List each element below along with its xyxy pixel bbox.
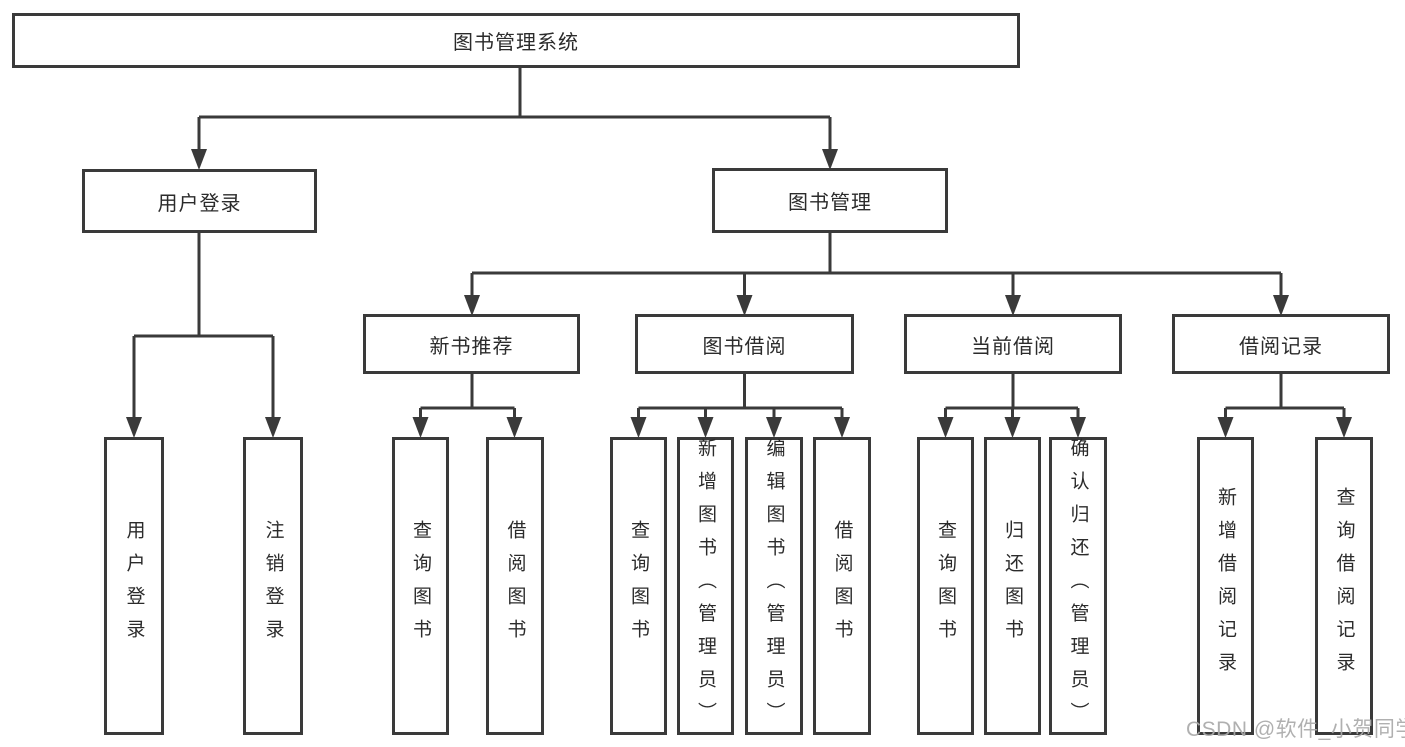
leaf-logout-label: 注销登录 — [262, 520, 284, 652]
node-current-borrowing: 当前借阅 — [904, 314, 1122, 374]
node-root-label: 图书管理系统 — [453, 32, 579, 54]
leaf-return-books-label: 归还图书 — [1002, 520, 1023, 652]
connector-user-login — [132, 233, 275, 418]
node-borrowing-records-label: 借阅记录 — [1239, 335, 1323, 358]
arrowhead-icon — [1336, 417, 1352, 438]
leaf-add-books-admin-label: 新增图书（管理员） — [695, 437, 716, 735]
leaf-add-borrow-record: 新增借阅记录 — [1197, 437, 1254, 735]
leaf-edit-books-admin: 编辑图书（管理员） — [745, 437, 803, 735]
leaf-newrec-query-books-label: 查询图书 — [410, 520, 431, 652]
leaf-newrec-query-books: 查询图书 — [392, 437, 449, 735]
arrowhead-icon — [822, 149, 838, 170]
connector-borrow-records — [1224, 374, 1346, 418]
connector-new-book-rec — [419, 374, 516, 418]
arrowhead-icon — [1070, 417, 1086, 438]
arrowhead-icon — [126, 417, 142, 438]
leaf-confirm-return-admin-label: 确认归还（管理员） — [1067, 437, 1089, 735]
arrowhead-icon — [697, 417, 714, 438]
arrowhead-icon — [1217, 417, 1234, 438]
node-book-borrowing-label: 图书借阅 — [702, 335, 787, 358]
node-book-management: 图书管理 — [712, 168, 948, 233]
connector-current-borrow — [944, 374, 1080, 418]
node-root: 图书管理系统 — [12, 13, 1020, 68]
arrowhead-icon — [834, 417, 850, 438]
node-book-management-label: 图书管理 — [788, 192, 872, 214]
arrowhead-icon — [265, 417, 281, 438]
csdn-watermark: CSDN @软件_小贺同学 — [1186, 718, 1405, 741]
leaf-borrowing-query-books: 查询图书 — [610, 437, 667, 735]
connector-book-borrow — [637, 374, 844, 418]
arrowheads — [126, 149, 1352, 438]
leaf-return-books: 归还图书 — [984, 437, 1041, 735]
arrowhead-icon — [1273, 295, 1289, 316]
leaf-logout: 注销登录 — [243, 437, 303, 735]
leaf-borrowing-query-books-label: 查询图书 — [628, 520, 649, 652]
node-current-borrowing-label: 当前借阅 — [971, 335, 1055, 358]
arrowhead-icon — [630, 417, 647, 438]
leaf-user-login: 用户登录 — [104, 437, 164, 735]
leaf-confirm-return-admin: 确认归还（管理员） — [1049, 437, 1107, 735]
arrowhead-icon — [736, 295, 753, 316]
leaf-add-borrow-record-label: 新增借阅记录 — [1215, 487, 1236, 685]
leaf-add-books-admin: 新增图书（管理员） — [677, 437, 734, 735]
leaf-borrowing-borrow-books: 借阅图书 — [813, 437, 871, 735]
leaf-borrowing-borrow-books-label: 借阅图书 — [831, 520, 853, 652]
node-user-login: 用户登录 — [82, 169, 317, 233]
leaf-current-query-books-label: 查询图书 — [935, 520, 956, 652]
node-new-book-recommend-label: 新书推荐 — [429, 335, 514, 358]
arrowhead-icon — [412, 417, 429, 438]
arrowhead-icon — [1005, 295, 1021, 316]
connector-root — [197, 68, 832, 150]
arrowhead-icon — [464, 295, 480, 316]
arrowhead-icon — [506, 417, 523, 438]
arrowhead-icon — [191, 149, 207, 170]
node-new-book-recommend: 新书推荐 — [363, 314, 580, 374]
leaf-query-borrow-record: 查询借阅记录 — [1315, 437, 1373, 735]
arrowhead-icon — [937, 417, 954, 438]
leaf-user-login-label: 用户登录 — [123, 520, 145, 652]
leaf-newrec-borrow-books-label: 借阅图书 — [504, 520, 526, 652]
leaf-edit-books-admin-label: 编辑图书（管理员） — [763, 437, 785, 735]
connector-book-mgmt — [470, 233, 1283, 296]
node-book-borrowing: 图书借阅 — [635, 314, 854, 374]
node-user-login-label: 用户登录 — [157, 192, 242, 215]
leaf-newrec-borrow-books: 借阅图书 — [486, 437, 544, 735]
leaf-current-query-books: 查询图书 — [917, 437, 974, 735]
arrowhead-icon — [1004, 417, 1021, 438]
arrowhead-icon — [766, 417, 782, 438]
leaf-query-borrow-record-label: 查询借阅记录 — [1333, 487, 1355, 685]
node-borrowing-records: 借阅记录 — [1172, 314, 1390, 374]
